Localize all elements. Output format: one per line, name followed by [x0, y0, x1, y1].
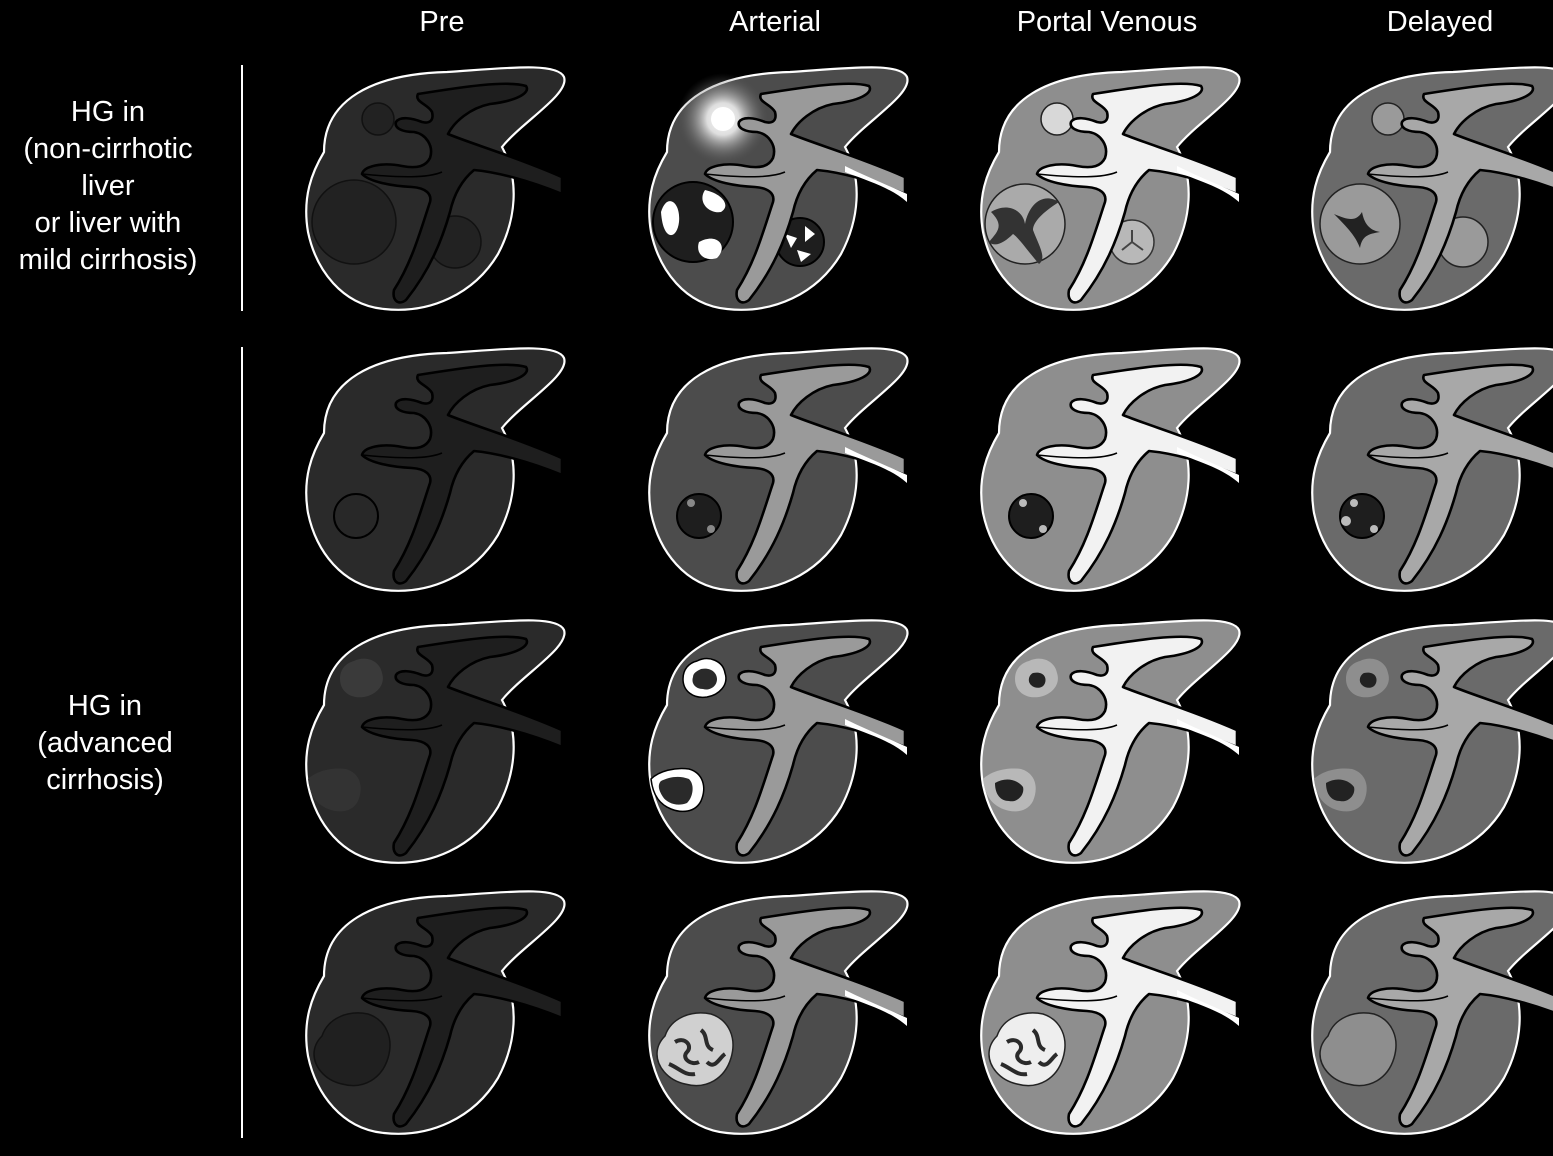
- lesion-group: [1009, 494, 1053, 538]
- liver-diagram-delayed-row1: [1308, 62, 1553, 332]
- liver-diagram-portal-row4: [977, 886, 1277, 1156]
- liver-diagram-pre-row3: [302, 615, 602, 885]
- row-label-line: HG in: [0, 94, 223, 131]
- lesion-small: [1041, 103, 1073, 135]
- liver-diagram-delayed-row3: [1308, 615, 1553, 885]
- lesion-nodule: [1340, 494, 1384, 538]
- fat-focus: [1370, 525, 1378, 533]
- liver-diagram-arterial-row1: [645, 62, 945, 332]
- liver-diagram-arterial-row2: [645, 343, 945, 613]
- lesion-core: [711, 107, 735, 131]
- column-header-pre: Pre: [292, 6, 592, 39]
- row-label-line: (advanced: [0, 725, 220, 762]
- fat-focus: [687, 499, 695, 507]
- fat-focus: [1350, 499, 1358, 507]
- column-header-arterial: Arterial: [625, 6, 925, 39]
- liver-diagram-portal-row2: [977, 343, 1277, 613]
- liver-diagram-delayed-row2: [1308, 343, 1553, 613]
- lesion-small: [1372, 103, 1404, 135]
- lesion-large: [312, 180, 396, 264]
- liver-diagram-portal-row1: [977, 62, 1277, 332]
- row-label-advanced-cirrhosis: HG in (advanced cirrhosis): [0, 688, 220, 799]
- liver-diagram-delayed-row4: [1308, 886, 1553, 1156]
- liver-diagram-pre-row4: [302, 886, 602, 1156]
- liver-diagram-arterial-row4: [645, 886, 945, 1156]
- lesion-group: [334, 494, 378, 538]
- row-label-line: HG in: [0, 688, 220, 725]
- row-label-line: or liver with: [0, 205, 223, 242]
- liver-diagram-pre-row2: [302, 343, 602, 613]
- row-label-non-cirrhotic: HG in (non-cirrhotic liver or liver with…: [0, 94, 223, 279]
- fat-focus: [707, 525, 715, 533]
- lesion-nodule: [677, 494, 721, 538]
- row-label-line: (non-cirrhotic: [0, 131, 223, 168]
- lesion-group: [677, 494, 721, 538]
- liver-diagram-portal-row3: [977, 615, 1277, 885]
- lesion-nodule: [334, 494, 378, 538]
- row-label-line: liver: [0, 168, 223, 205]
- lesion-small: [362, 103, 394, 135]
- column-header-portal-venous: Portal Venous: [957, 6, 1257, 39]
- row-label-line: mild cirrhosis): [0, 242, 223, 279]
- lesion-nodule: [1009, 494, 1053, 538]
- fat-focus: [1039, 525, 1047, 533]
- fat-focus: [1019, 499, 1027, 507]
- row-divider-2: [241, 347, 243, 1138]
- row-label-line: cirrhosis): [0, 762, 220, 799]
- liver-diagram-arterial-row3: [645, 615, 945, 885]
- fat-focus: [1341, 516, 1351, 526]
- column-header-delayed: Delayed: [1290, 6, 1553, 39]
- lesion-core: [692, 669, 717, 690]
- liver-diagram-pre-row1: [302, 62, 602, 332]
- lesion-group: [1340, 494, 1384, 538]
- row-divider-1: [241, 65, 243, 311]
